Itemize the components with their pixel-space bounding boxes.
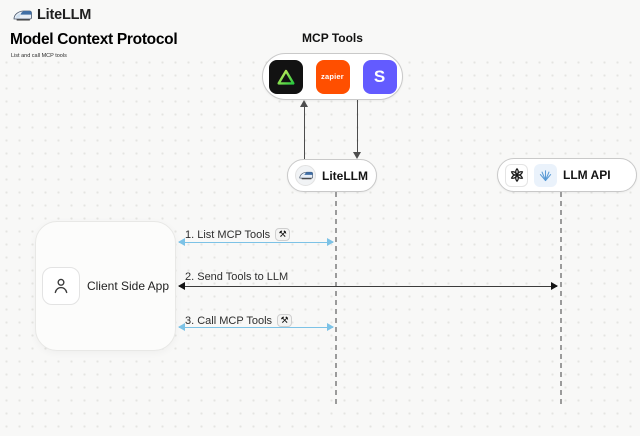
llm-provider-icon <box>534 163 557 187</box>
message-1: 1. List MCP Tools ⚒ <box>185 228 291 241</box>
client-side-app-label: Client Side App <box>86 279 170 293</box>
message-3-text: 3. Call MCP Tools <box>185 314 273 327</box>
message-2: 2. Send Tools to LLM <box>185 271 288 283</box>
person-icon <box>41 267 80 305</box>
mcp-tools-box: zapier S <box>262 53 403 100</box>
litellm-node: LiteLLM <box>287 159 377 192</box>
tools-badge-icon: ⚒ <box>275 228 291 241</box>
zapier-icon: zapier <box>315 59 350 94</box>
message-3-arrow <box>178 323 334 332</box>
brand: LiteLLM <box>13 7 91 23</box>
llm-api-node-label: LLM API <box>563 168 611 182</box>
client-side-app-node: Client Side App <box>35 221 176 351</box>
litellm-lifeline <box>335 192 337 408</box>
arrow-litellm-to-mcptools <box>299 100 308 159</box>
page-title: Model Context Protocol <box>10 31 178 48</box>
message-1-text: 1. List MCP Tools <box>185 228 271 241</box>
zapier-wordmark: zapier <box>321 72 344 81</box>
message-3: 3. Call MCP Tools ⚒ <box>185 314 293 327</box>
triangle-tool-icon <box>268 59 303 94</box>
brand-name: LiteLLM <box>37 7 92 23</box>
mcp-tools-label: MCP Tools <box>302 31 363 45</box>
litellm-node-label: LiteLLM <box>322 168 368 183</box>
openai-icon <box>505 163 528 187</box>
page-subtitle: List and call MCP tools <box>11 53 67 59</box>
tools-badge-icon: ⚒ <box>277 314 293 327</box>
message-2-text: 2. Send Tools to LLM <box>185 271 289 283</box>
arrow-mcptools-to-litellm <box>352 100 361 159</box>
litellm-train-icon <box>13 9 32 22</box>
stripe-icon: S <box>362 59 397 94</box>
litellm-train-icon <box>295 165 316 186</box>
llm-api-node: LLM API <box>497 158 637 192</box>
stripe-letter: S <box>373 66 386 86</box>
llm-api-lifeline <box>560 192 562 408</box>
message-2-arrow <box>178 282 558 291</box>
message-1-arrow <box>178 238 334 247</box>
